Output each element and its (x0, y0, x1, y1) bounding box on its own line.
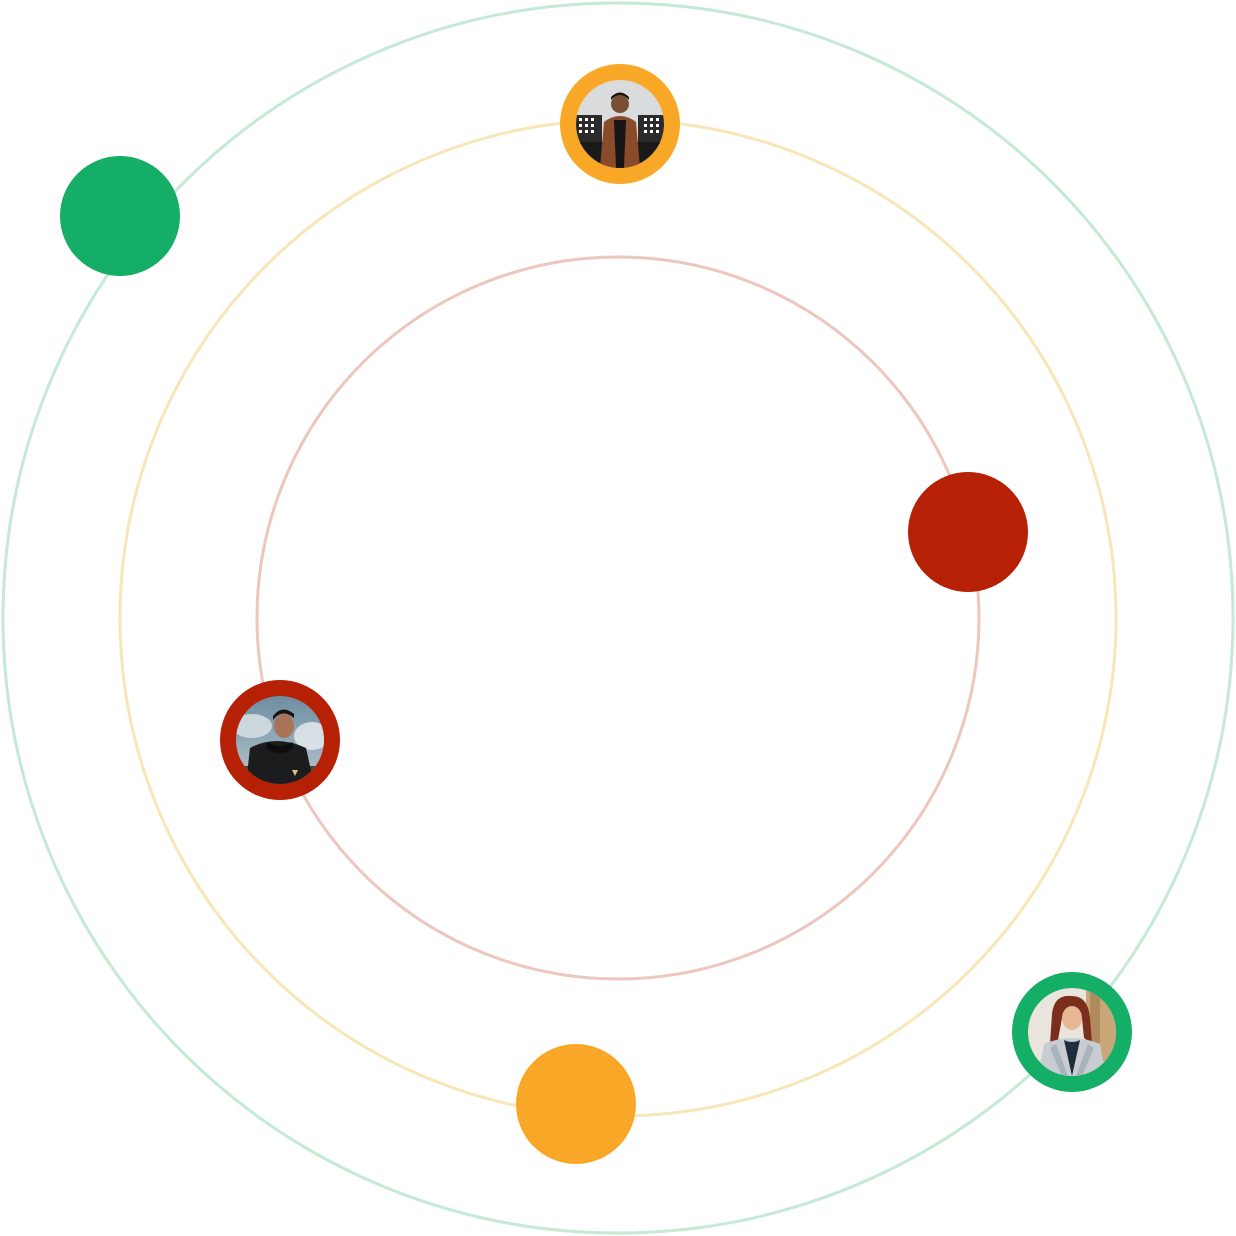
middle-orbit-ring (118, 118, 1118, 1118)
green-dot (60, 156, 180, 276)
inner-orbit-ring (255, 255, 981, 981)
person-avatar-woman-blazer-icon (1028, 988, 1116, 1076)
person-avatar-man-jacket-icon (576, 80, 664, 168)
red-dot (908, 472, 1028, 592)
red-avatar[interactable] (220, 680, 340, 800)
orange-avatar[interactable] (560, 64, 680, 184)
person-avatar-man-hoodie-icon (236, 696, 324, 784)
orange-dot (516, 1044, 636, 1164)
green-avatar[interactable] (1012, 972, 1132, 1092)
